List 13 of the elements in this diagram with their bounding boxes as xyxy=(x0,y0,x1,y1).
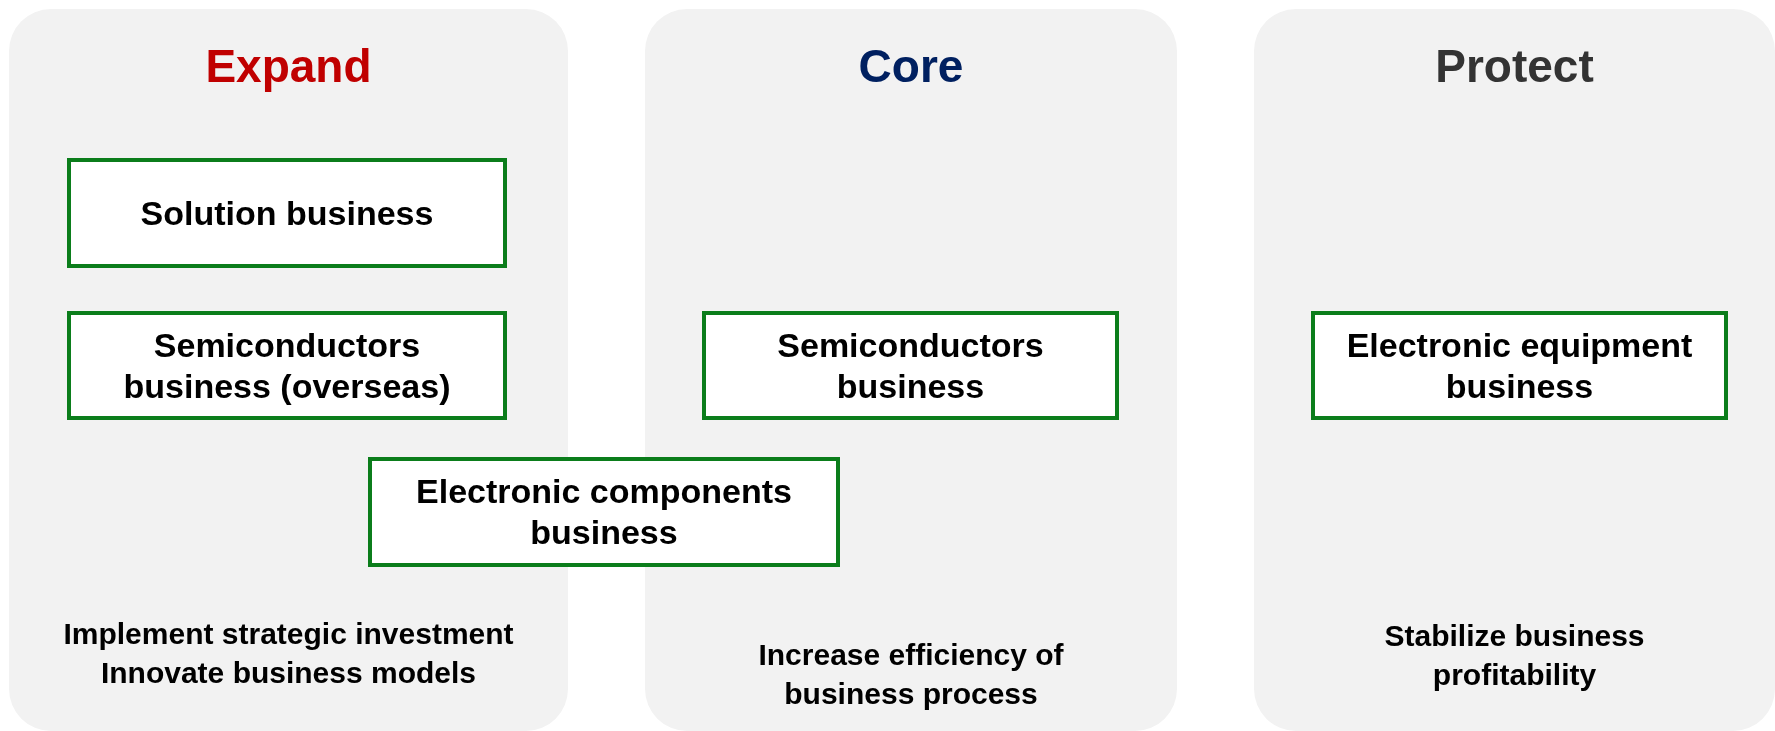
goal-text: Stabilize business profitability xyxy=(1383,618,1646,693)
column-title: Protect xyxy=(1434,39,1595,93)
business-box: Solution business xyxy=(67,158,507,268)
goal-text: Innovate business models xyxy=(99,655,478,691)
column-title: Core xyxy=(857,39,965,93)
column-panel xyxy=(1254,9,1775,731)
goal-text: Increase efficiency of business process xyxy=(757,637,1065,712)
business-box: Semiconductors business xyxy=(702,311,1119,420)
business-box: Electronic components business xyxy=(368,457,840,567)
column-title: Expand xyxy=(204,39,373,93)
business-box: Electronic equipment business xyxy=(1311,311,1728,420)
goal-text: Implement strategic investment xyxy=(62,616,515,652)
business-box: Semiconductors business (overseas) xyxy=(67,311,507,420)
